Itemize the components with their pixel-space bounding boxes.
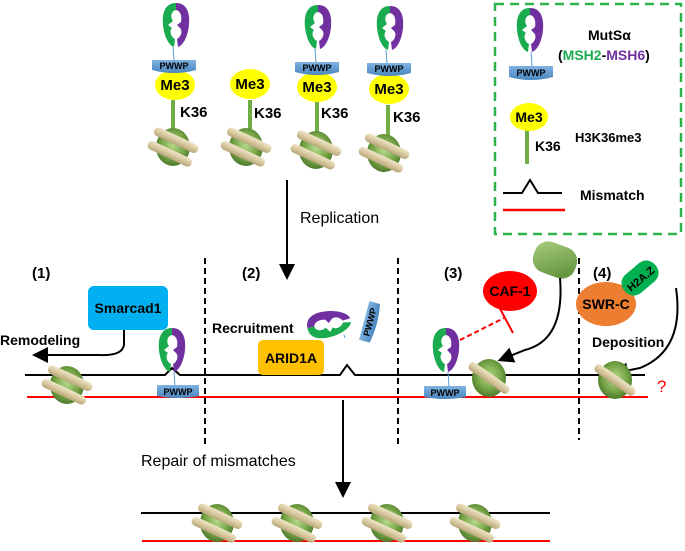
repair-label: Repair of mismatches	[141, 453, 296, 470]
repaired-chromatin	[141, 501, 550, 545]
svg-text:K36: K36	[321, 105, 349, 122]
panel-number: (3)	[444, 265, 462, 282]
inhibition-line	[459, 317, 505, 341]
histone-h3-h4	[532, 241, 578, 279]
svg-text:PWWP: PWWP	[517, 68, 546, 78]
panel-number: (1)	[32, 265, 50, 282]
svg-text:PWWP: PWWP	[375, 64, 404, 74]
legend-mismatch-label: Mismatch	[580, 187, 645, 203]
nucleosome-top-2: Me3 K36	[219, 69, 282, 169]
me3-circle	[230, 69, 270, 99]
swrc-label: SWR-C	[582, 296, 629, 312]
nucleosome	[592, 361, 638, 399]
panel-4: (4) SWR-C H2A.Z Deposition ?	[576, 260, 679, 399]
svg-text:K36: K36	[254, 105, 282, 122]
mutsa-clamp	[305, 307, 353, 341]
legend-box: PWWP MutSα (MSH2-MSH6) Me3 K36 H3K36me3 …	[493, 2, 683, 236]
caf1-ellipse	[483, 271, 537, 311]
mutsa-clamp	[432, 328, 460, 372]
legend-h3k36me3-label: H3K36me3	[575, 130, 642, 145]
nascent-strand	[25, 363, 645, 376]
nucleosome	[270, 501, 324, 545]
nucleosome-top-4: Me3 K36 PWWP	[357, 6, 421, 175]
swrc-ellipse	[576, 282, 636, 326]
svg-text:Me3: Me3	[515, 109, 542, 125]
me3-label: Me3	[160, 77, 189, 94]
legend-msh2: MSH2	[563, 47, 602, 63]
nucleosome	[40, 363, 94, 407]
panel-2: (2) Recruitment ARID1A PWWP	[212, 265, 381, 375]
remodeling-label: Remodeling	[0, 332, 80, 348]
nucleosome	[360, 501, 414, 545]
legend-h3k36me3: Me3 K36 H3K36me3	[510, 103, 642, 164]
replication-label: Replication	[300, 210, 379, 227]
nucleosome-top-1: Me3 K36 PWWP	[146, 3, 208, 169]
svg-text:PWWP: PWWP	[431, 388, 460, 398]
recruitment-label: Recruitment	[212, 320, 294, 336]
svg-text:Me3: Me3	[235, 76, 264, 93]
nucleosome	[466, 359, 512, 397]
mutsa-clamp	[376, 6, 404, 50]
panel-3: (3) CAF-1 PWWP	[424, 241, 578, 399]
smarcad1-box	[88, 286, 168, 330]
legend-mutsa-title: MutSα	[588, 27, 631, 43]
legend-mismatch: Mismatch	[503, 178, 645, 212]
svg-text:(MSH2-MSH6): (MSH2-MSH6)	[558, 47, 650, 63]
svg-text:K36: K36	[393, 109, 421, 126]
legend-msh6: MSH6	[606, 47, 645, 63]
panel-number: (2)	[242, 265, 260, 282]
h2az-box	[621, 260, 659, 296]
pwwp-domain	[152, 60, 196, 73]
svg-text:Me3: Me3	[302, 79, 331, 96]
me3-circle	[155, 70, 195, 100]
svg-text:K36: K36	[535, 138, 561, 154]
deposition-label: Deposition	[592, 334, 664, 350]
arid1a-box	[258, 340, 324, 375]
nucleosome-top-3: Me3 K36 PWWP	[289, 5, 349, 172]
mutsa-clamp	[158, 328, 186, 372]
top-chromatin-row: Me3 K36 PWWP Me3 K36 Me3 K36 PWWP	[146, 3, 424, 175]
panel-number: (4)	[593, 265, 611, 282]
mutsa-clamp	[162, 3, 190, 47]
panel-1: (1) Smarcad1 Remodeling PWWP	[0, 265, 199, 407]
svg-text:PWWP: PWWP	[303, 63, 332, 73]
mutsa-clamp	[304, 5, 332, 49]
unknown-mark: ?	[657, 377, 666, 396]
caf1-label: CAF-1	[489, 283, 530, 299]
svg-text:PWWP: PWWP	[164, 387, 193, 397]
k36-label: K36	[180, 104, 208, 121]
smarcad1-label: Smarcad1	[95, 300, 162, 316]
svg-text:PWWP: PWWP	[160, 61, 189, 71]
nucleosome	[448, 501, 502, 545]
arid1a-label: ARID1A	[265, 350, 317, 366]
legend-mutsa: PWWP MutSα (MSH2-MSH6)	[509, 8, 650, 80]
nucleosome	[190, 501, 244, 545]
svg-text:Me3: Me3	[374, 81, 403, 98]
